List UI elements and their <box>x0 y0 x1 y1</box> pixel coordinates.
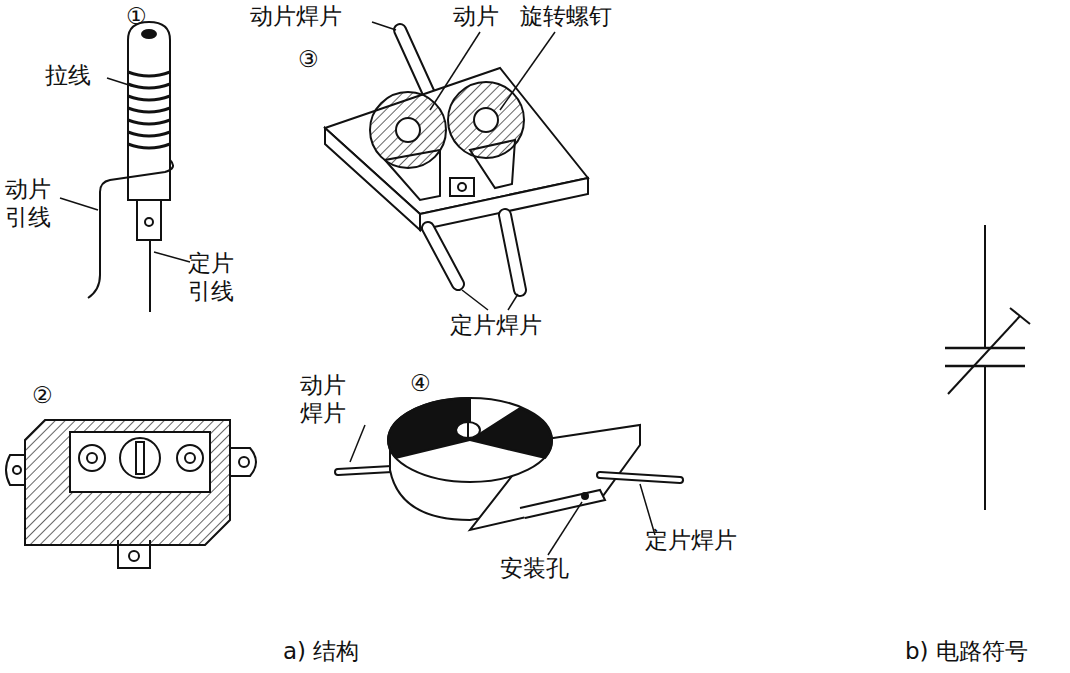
disc-trimmer <box>338 398 680 555</box>
part-label: 动片 <box>453 3 499 31</box>
callout-number: ① <box>126 3 147 31</box>
callout-number: ④ <box>410 370 431 398</box>
part-label: 定片 引线 <box>188 250 250 305</box>
part-label: 旋转螺钉 <box>520 3 612 31</box>
part-label: 安装孔 <box>500 555 569 583</box>
dual-disc-trimmer <box>325 22 588 310</box>
variable-capacitor-symbol <box>945 225 1030 510</box>
part-label: 定片焊片 <box>645 527 737 555</box>
callout-number: ③ <box>298 46 319 74</box>
callout-number: ② <box>32 382 53 410</box>
part-label: 动片焊片 <box>250 3 342 31</box>
subfigure-caption: a) 结构 <box>283 638 359 666</box>
part-label: 拉线 <box>45 62 91 90</box>
part-label: 定片焊片 <box>450 312 542 340</box>
part-label: 动片 焊片 <box>300 372 362 427</box>
subfigure-caption: b) 电路符号 <box>905 638 1028 666</box>
ceramic-trimmer <box>6 420 256 568</box>
part-label: 动片 引线 <box>5 176 67 231</box>
